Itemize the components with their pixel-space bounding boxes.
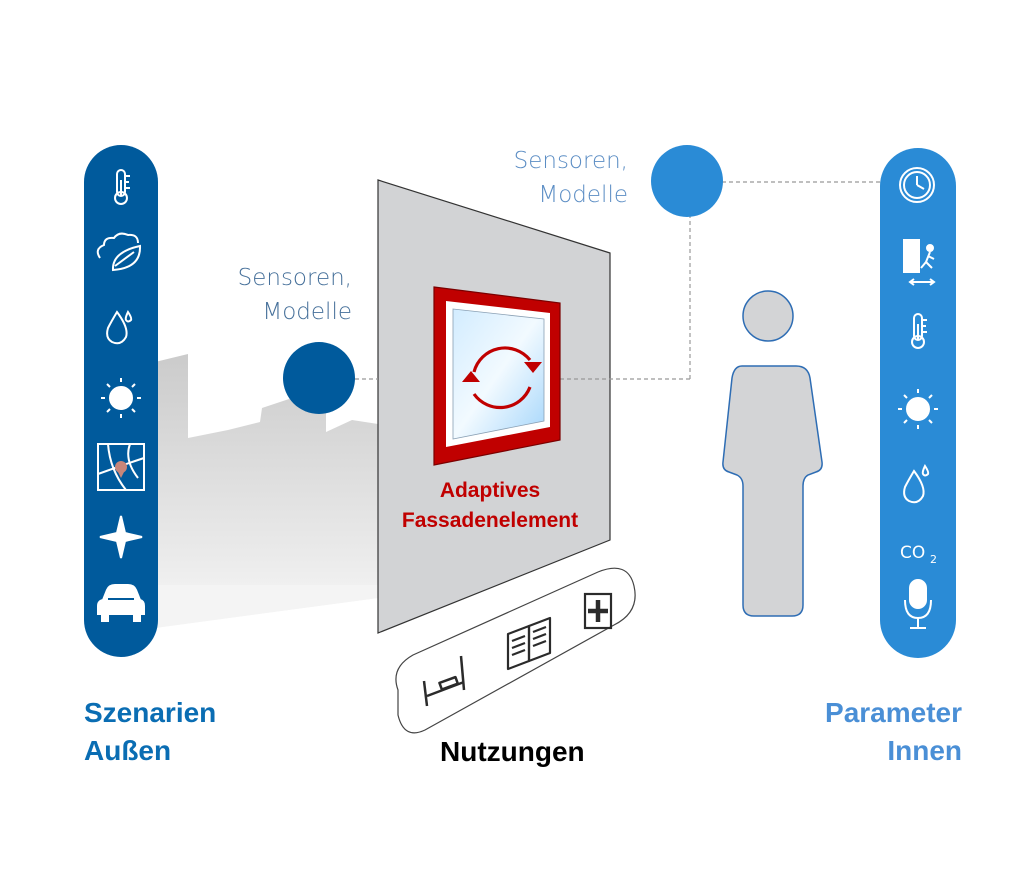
- microphone-icon: [904, 579, 932, 629]
- usage-label: Nutzungen: [440, 736, 585, 767]
- sun-icon: [898, 389, 938, 429]
- clock-icon: [899, 167, 935, 203]
- sensor-node-right: [651, 145, 723, 217]
- sensor-label-right-line1: Sensoren,: [513, 148, 628, 174]
- city-skyline: [155, 354, 378, 628]
- co2-sub-text: 2: [930, 553, 937, 566]
- thermometer-icon: [911, 313, 927, 349]
- person-icon: [722, 290, 823, 617]
- facade-element-label-line1: Adaptives: [439, 479, 541, 502]
- outside-scenarios-label: Szenarien Außen: [84, 694, 216, 770]
- door-person-icon: [903, 239, 936, 286]
- inside-parameters-label-line1: Parameter: [825, 697, 962, 728]
- sun-icon: [101, 378, 141, 418]
- sensor-label-left: Sensoren, Modelle: [234, 261, 352, 329]
- cycle-arrows-icon: [472, 346, 532, 410]
- car-icon: [97, 584, 145, 622]
- cloud-leaf-icon: [96, 232, 142, 272]
- sensor-label-right: Sensoren, Modelle: [510, 144, 628, 212]
- bed-icon: [422, 655, 466, 707]
- connector-lines: [355, 181, 880, 380]
- facade-element-label: Adaptives Fassadenelement: [390, 476, 590, 536]
- drop-icon: [903, 464, 930, 504]
- book-icon: [506, 616, 552, 671]
- inside-parameters-label-line2: Innen: [887, 735, 962, 766]
- medical-cross-icon: [583, 592, 613, 630]
- sensor-label-left-line2: Modelle: [262, 299, 352, 325]
- adaptive-window: [433, 286, 561, 466]
- co2-main-text: CO: [900, 543, 925, 563]
- sensor-label-left-line1: Sensoren,: [237, 265, 352, 291]
- facade-element-label-line2: Fassadenelement: [401, 509, 579, 532]
- outside-scenarios-label-line1: Szenarien: [84, 697, 217, 728]
- co2-icon: CO 2: [900, 543, 937, 566]
- inside-parameters-label: Parameter Innen: [770, 694, 962, 770]
- compass-rose-icon: [99, 515, 143, 559]
- drop-icon: [106, 310, 133, 345]
- outside-scenarios-label-line2: Außen: [84, 735, 172, 766]
- thermometer-icon: [114, 169, 130, 205]
- sensor-label-right-line2: Modelle: [538, 182, 628, 208]
- usage-pill: [395, 567, 636, 734]
- sensor-node-left: [283, 342, 355, 414]
